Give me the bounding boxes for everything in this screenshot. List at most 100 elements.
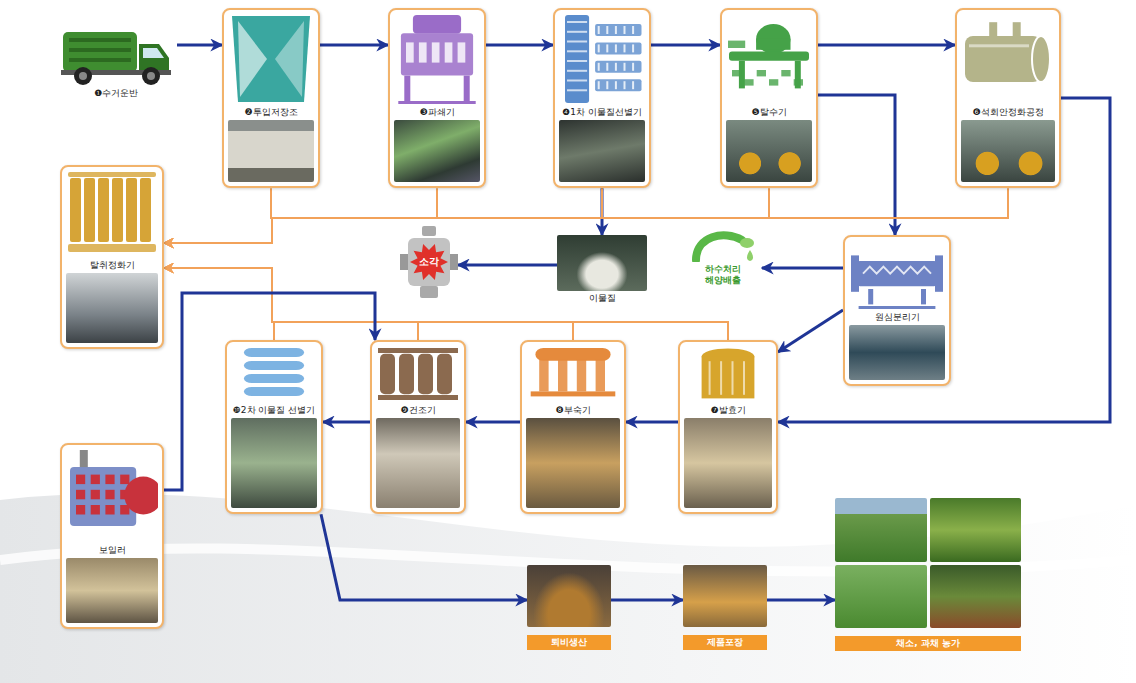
decor-rect <box>868 289 873 304</box>
decor-svg <box>66 170 158 258</box>
decor-rect <box>598 26 600 34</box>
decor-rect <box>935 255 943 291</box>
decor-rect <box>565 15 589 103</box>
decor-circle <box>147 72 155 80</box>
flow-arrow <box>486 44 553 47</box>
photo-thumbnail <box>557 235 647 291</box>
decor-rect <box>781 70 790 76</box>
decor-circle <box>79 72 87 80</box>
decor-rect <box>624 81 626 89</box>
machine-icon <box>849 240 945 310</box>
machine-icon <box>684 345 772 403</box>
truck-icon <box>61 26 171 86</box>
decor-rect <box>859 306 936 309</box>
decor-path <box>696 235 742 260</box>
machine-icon <box>66 170 158 258</box>
decor-rect <box>567 70 587 72</box>
decor-svg <box>726 13 812 105</box>
decor-rect <box>404 76 410 102</box>
decor-ellipse <box>1032 36 1050 82</box>
farm-photo <box>930 498 1022 562</box>
decor-rect <box>632 81 634 89</box>
product-band: 퇴비생산 <box>527 565 611 650</box>
machine-icon <box>394 13 480 105</box>
flow-arrow <box>651 44 720 47</box>
decor-rect <box>458 42 466 62</box>
photo-grid <box>835 498 1021 628</box>
decor-rect <box>606 63 608 71</box>
decor-rect <box>105 475 114 485</box>
decor-svg <box>228 13 314 105</box>
decor-rect <box>615 81 617 89</box>
decor-rect <box>577 360 586 392</box>
node-label: ❻석회안정화공정 <box>972 107 1043 118</box>
node-label: ❿2차 이물질 선별기 <box>233 405 316 416</box>
decor-rect <box>69 38 131 42</box>
decor-path <box>863 267 931 274</box>
decor-rect <box>69 58 131 62</box>
decor-svg <box>394 13 480 105</box>
flow-arrow <box>818 44 955 47</box>
photo-thumbnail <box>526 418 620 508</box>
decor-rect <box>965 36 1041 82</box>
decor-rect <box>595 79 641 91</box>
photo-thumbnail <box>228 120 314 182</box>
node-label: ❺탈수기 <box>751 107 786 118</box>
decor-rect <box>632 63 634 71</box>
node-label: 하수처리 해양배출 <box>701 264 746 287</box>
decor-rect <box>244 374 304 383</box>
photo-thumbnail <box>683 565 767 627</box>
decor-rect <box>408 238 450 286</box>
decor-rect <box>378 395 458 400</box>
decor-circle <box>74 67 92 85</box>
incinerator-node: 소각 <box>400 226 458 298</box>
decor-rect <box>743 361 745 395</box>
flow-arrow <box>164 188 602 243</box>
decor-svg <box>231 345 317 403</box>
decor-ellipse <box>740 238 754 248</box>
machine-icon <box>961 13 1055 105</box>
decor-rect <box>615 44 617 52</box>
decor-path <box>143 48 164 58</box>
decor-rect <box>558 360 567 392</box>
decor-rect <box>63 32 137 72</box>
farm-photo <box>835 498 927 562</box>
decor-rect <box>420 286 438 298</box>
residue-node: 이물질 <box>557 235 647 306</box>
flow-arrow <box>164 268 573 340</box>
process-box: 원심분리기 <box>843 235 951 386</box>
photo-thumbnail <box>231 418 317 508</box>
flow-arrow <box>818 95 895 235</box>
decor-rect <box>419 42 427 62</box>
decor-rect <box>413 15 461 33</box>
decor-rect <box>76 475 85 485</box>
decor-svg <box>61 26 171 86</box>
flow-arrow <box>320 44 388 47</box>
flow-arrow <box>323 421 370 424</box>
decor-rect <box>1013 22 1021 37</box>
photo-thumbnail <box>376 418 460 508</box>
decor-rect <box>596 360 605 392</box>
decor-rect <box>598 44 600 52</box>
decor-rect <box>615 63 617 71</box>
flow-arrow <box>611 599 683 602</box>
discharge-node: 하수처리 해양배출 <box>684 226 762 289</box>
decor-circle <box>124 477 158 515</box>
node-label: 소각 <box>419 256 439 269</box>
node-label: ❽부숙기 <box>555 405 590 416</box>
decor-path <box>275 21 304 97</box>
product-band: 제품포장 <box>683 565 767 650</box>
decor-rect <box>921 289 926 304</box>
decor-rect <box>728 41 745 48</box>
decor-rect <box>68 244 156 252</box>
decor-rect <box>729 52 809 61</box>
photo-thumbnail <box>961 120 1055 182</box>
decor-rect <box>399 354 414 395</box>
decor-rect <box>422 226 436 236</box>
decor-rect <box>91 475 100 485</box>
photo-thumbnail <box>66 273 158 343</box>
decor-rect <box>756 39 790 50</box>
process-box: ❿2차 이물질 선별기 <box>225 340 323 514</box>
decor-svg <box>66 448 158 543</box>
